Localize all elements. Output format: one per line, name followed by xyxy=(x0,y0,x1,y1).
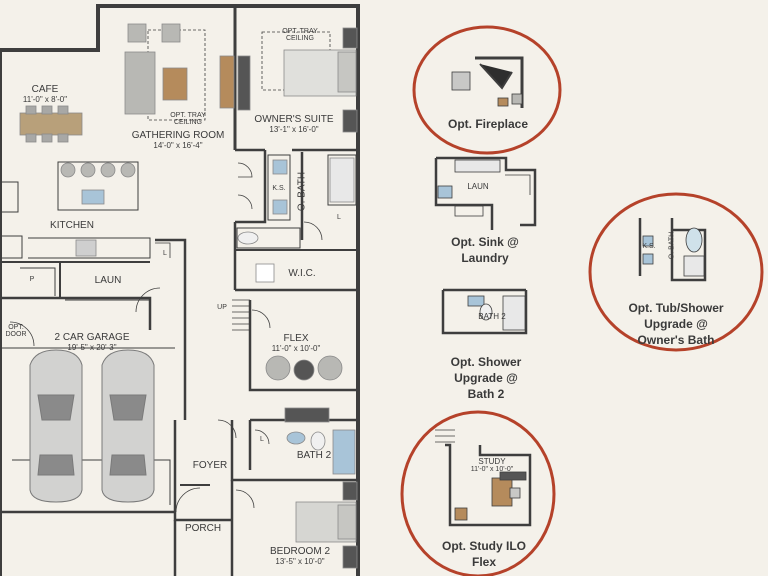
label-sink-laun: LAUN xyxy=(467,182,489,191)
label-linen-bath2: L xyxy=(260,436,264,443)
label-gathering-ceiling: OPT. TRAY CEILING xyxy=(170,112,206,126)
option-fireplace-caption: Opt. Fireplace xyxy=(447,117,529,131)
label-bath2: BATH 2 xyxy=(296,450,332,461)
garage-cars xyxy=(29,349,155,503)
label-study-room: STUDY 11'-0" x 10'-0" xyxy=(470,457,514,474)
label-pantry: P xyxy=(29,276,35,283)
label-linen-obath: L xyxy=(337,214,341,221)
label-foyer: FOYER xyxy=(192,460,228,471)
option-study-caption: Opt. Study ILO Flex xyxy=(442,539,526,569)
label-tub-ks: K.S. xyxy=(642,243,656,250)
option-shower-caption: Opt. Shower Upgrade @ Bath 2 xyxy=(450,355,522,401)
label-cafe: CAFE 11'-0" x 8'-0" xyxy=(22,84,68,104)
label-ks: K.S. xyxy=(272,185,286,192)
label-bedroom2: BEDROOM 2 13'-5" x 10'-0" xyxy=(269,546,331,566)
label-owners-ceiling: OPT. TRAY CEILING xyxy=(282,28,318,42)
option-insets xyxy=(434,56,707,527)
label-linen-kitchen: L xyxy=(163,250,167,257)
ring-study xyxy=(400,410,556,576)
label-tub-obath: O. BATH xyxy=(668,231,676,260)
ring-fireplace xyxy=(412,25,562,155)
label-laun: LAUN xyxy=(94,275,122,286)
label-gathering-room: GATHERING ROOM 14'-0" x 16'-4" xyxy=(131,130,225,150)
label-garage: 2 CAR GARAGE 19'-5" x 20'-3" xyxy=(54,332,130,352)
label-opt-door: OPT. DOOR xyxy=(5,324,27,338)
ring-tub-shower xyxy=(588,192,764,352)
label-porch: PORCH xyxy=(184,523,222,534)
label-up: UP xyxy=(217,304,227,311)
option-sink-caption: Opt. Sink @ Laundry xyxy=(451,235,519,265)
highlight-rings xyxy=(400,25,764,576)
main-floor-plan xyxy=(0,4,360,576)
label-wic: W.I.C. xyxy=(288,268,316,279)
label-owners-suite: OWNER'S SUITE 13'-1" x 16'-0" xyxy=(254,114,334,134)
label-flex: FLEX 11'-0" x 10'-0" xyxy=(271,333,321,353)
label-obath: O. BATH xyxy=(296,171,308,212)
option-tub-caption: Opt. Tub/Shower Upgrade @ Owner's Bath xyxy=(628,301,724,347)
furniture xyxy=(19,23,358,569)
label-kitchen: KITCHEN xyxy=(50,220,94,231)
label-shower-bath2: BATH 2 xyxy=(478,312,506,321)
